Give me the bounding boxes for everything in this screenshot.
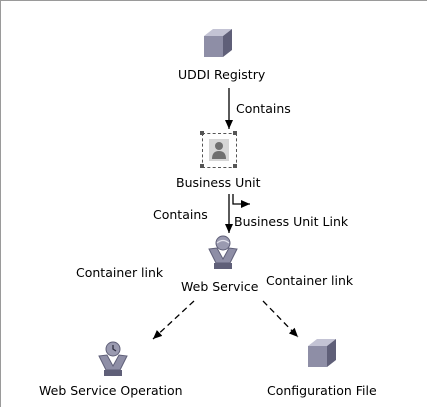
business-unit-person-icon bbox=[209, 139, 229, 161]
edge-label-container-link-right: Container link bbox=[266, 273, 354, 288]
selection-handle[interactable] bbox=[200, 164, 204, 168]
edge-label-contains-lower: Contains bbox=[153, 207, 208, 222]
edge-label-contains-upper: Contains bbox=[236, 101, 291, 116]
node-label: Configuration File bbox=[267, 383, 377, 398]
web-service-icon bbox=[208, 235, 238, 269]
web-service-operation-icon bbox=[98, 341, 128, 376]
node-label: UDDI Registry bbox=[178, 67, 266, 82]
edge-label-business-unit-link: Business Unit Link bbox=[234, 214, 349, 229]
node-label: Web Service bbox=[181, 279, 259, 294]
selection-handle[interactable] bbox=[233, 131, 237, 135]
node-label: Business Unit bbox=[176, 175, 261, 190]
selection-handle[interactable] bbox=[200, 131, 204, 135]
cube-icon bbox=[308, 339, 336, 367]
edge-label-container-link-left: Container link bbox=[76, 265, 164, 280]
edge-container-link-ws-wso[interactable] bbox=[152, 300, 195, 340]
cube-icon bbox=[204, 29, 232, 57]
selection-frame bbox=[202, 133, 237, 168]
selection-handle[interactable] bbox=[233, 164, 237, 168]
node-label: Web Service Operation bbox=[39, 383, 183, 398]
edge-container-link-ws-cf[interactable] bbox=[262, 300, 299, 338]
edge-business-unit-link[interactable] bbox=[232, 194, 250, 208]
